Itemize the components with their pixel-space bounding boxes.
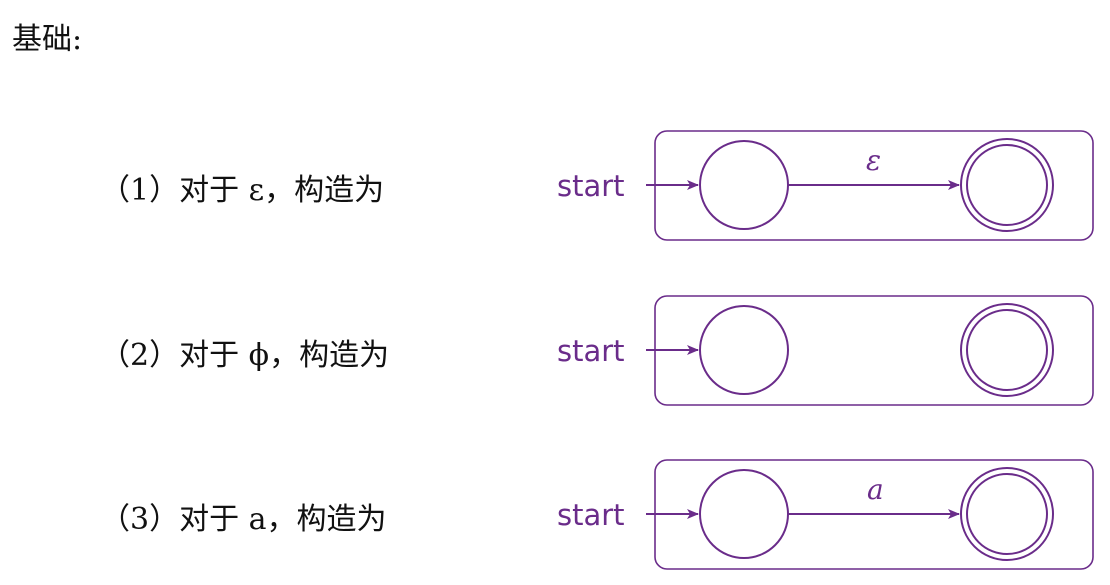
- initial-state: [699, 305, 789, 395]
- case-1-text: （1）对于 ε，构造为: [100, 173, 385, 208]
- transition-label: ε: [866, 144, 881, 177]
- nfa-empty: start: [557, 295, 1094, 406]
- initial-state: [699, 140, 789, 230]
- nfa-symbol-a: start a: [557, 459, 1094, 570]
- transition-label: a: [867, 473, 884, 506]
- start-label: start: [557, 334, 625, 368]
- case-2-text: （2）对于 ϕ，构造为: [100, 338, 390, 373]
- case-3-text: （3）对于 a，构造为: [100, 502, 387, 537]
- initial-state: [699, 469, 789, 559]
- final-state: [960, 467, 1054, 561]
- start-label: start: [557, 169, 625, 203]
- section-title: 基础:: [12, 22, 83, 57]
- nfa-epsilon: start ε: [557, 130, 1094, 241]
- final-state: [960, 138, 1054, 232]
- final-state: [960, 303, 1054, 397]
- start-label: start: [557, 498, 625, 532]
